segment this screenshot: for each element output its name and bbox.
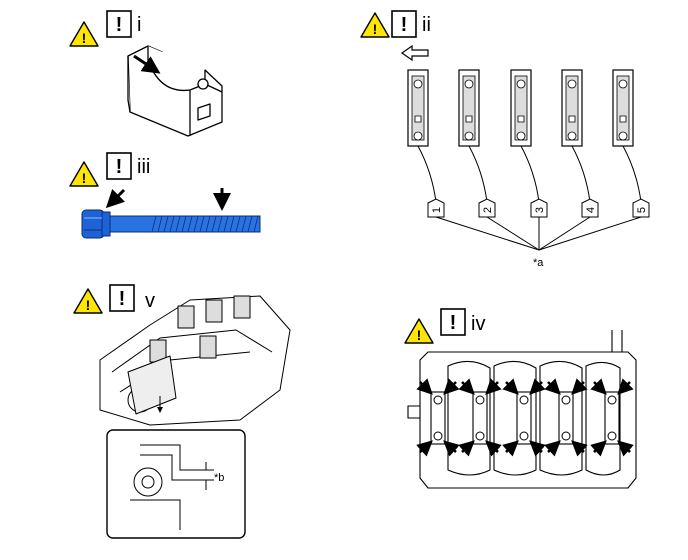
step-label-ii: ii [422,14,431,36]
cap-number: 3 [534,207,546,213]
bearing-cap [561,69,591,203]
caution-box-icon: ! [106,10,132,38]
push-arrow-icon [544,440,561,457]
bearing-cap [458,69,488,203]
warning-icon [73,288,103,314]
warning-icon [69,161,99,187]
push-arrow-icon [416,440,433,457]
push-arrow-icon [502,378,519,395]
cap-number-tags: 1 2 3 4 5 [427,198,650,218]
main-bearing-cap [558,391,574,445]
push-arrow-icon [458,440,475,457]
push-arrow-icon [571,440,588,457]
caution-box-icon: ! [391,10,417,38]
push-arrow-icon [590,440,607,457]
callout-b: *b [214,472,224,484]
caution-box-icon: ! [109,284,135,312]
bearing-cap [407,69,437,203]
main-bearing-cap [430,391,446,445]
step-label-iv: iv [471,313,485,335]
step-v-header: ! v [73,284,155,314]
bearing-cap-part [127,45,223,137]
push-arrow-icon [529,440,546,457]
step-label-v: v [145,290,155,312]
bolt-icon [81,209,261,239]
step-iii-header: ! iii [69,152,150,187]
push-arrow-icon [590,378,607,395]
bearing-cap [612,69,642,203]
push-arrow-icon [458,378,475,395]
cap-number: 5 [636,207,648,213]
push-arrow-icon [502,440,519,457]
push-arrow-icon [544,378,561,395]
push-arrow-icon [617,440,634,457]
step-ii-header: ! ii [360,10,431,38]
caution-box-icon: ! [106,152,132,180]
cap-tag-5: 5 [632,198,650,218]
main-bearing-cap [472,391,488,445]
caution-mark: ! [116,156,123,178]
cap-number: 2 [482,207,494,213]
step-label-iii: iii [137,156,150,178]
main-bearing-cap [516,391,532,445]
main-bearing-cap [604,391,620,445]
push-arrow-icon [485,440,502,457]
push-arrow-icon [416,378,433,395]
push-arrow-icon [617,378,634,395]
callout-a-lines [435,216,642,251]
caution-box-icon: ! [440,308,466,336]
cap-tag-2: 2 [478,198,496,218]
step-i-header: ! i [69,10,141,47]
step-iv-header: ! iv [404,308,485,344]
detail-inset: *b [106,429,246,539]
push-arrow-icon [443,378,460,395]
caution-mark: ! [116,14,123,36]
cap-tag-1: 1 [427,198,445,218]
cap-number: 4 [585,207,597,213]
caution-mark: ! [450,312,457,334]
caution-mark: ! [401,14,408,36]
push-arrow-icon [485,378,502,395]
bearing-cap [510,69,540,203]
callout-a: *a [533,257,544,269]
push-arrow-icon [443,440,460,457]
engine-block-illustration [99,295,291,426]
warning-icon [69,21,99,47]
cap-tag-3: 3 [530,198,548,218]
push-arrow-icon [133,54,161,74]
warning-icon [360,12,390,38]
main-bearing-caps [416,378,634,457]
cap-tag-4: 4 [581,198,599,218]
push-arrow-icon [105,188,126,209]
push-arrow-icon [529,378,546,395]
push-arrow-icon [571,378,588,395]
front-direction-arrow-icon [400,44,429,62]
step-label-i: i [137,14,141,36]
warning-icon [404,318,434,344]
bearing-caps [407,69,642,203]
caution-mark: ! [119,288,126,310]
cap-number: 1 [431,207,443,213]
